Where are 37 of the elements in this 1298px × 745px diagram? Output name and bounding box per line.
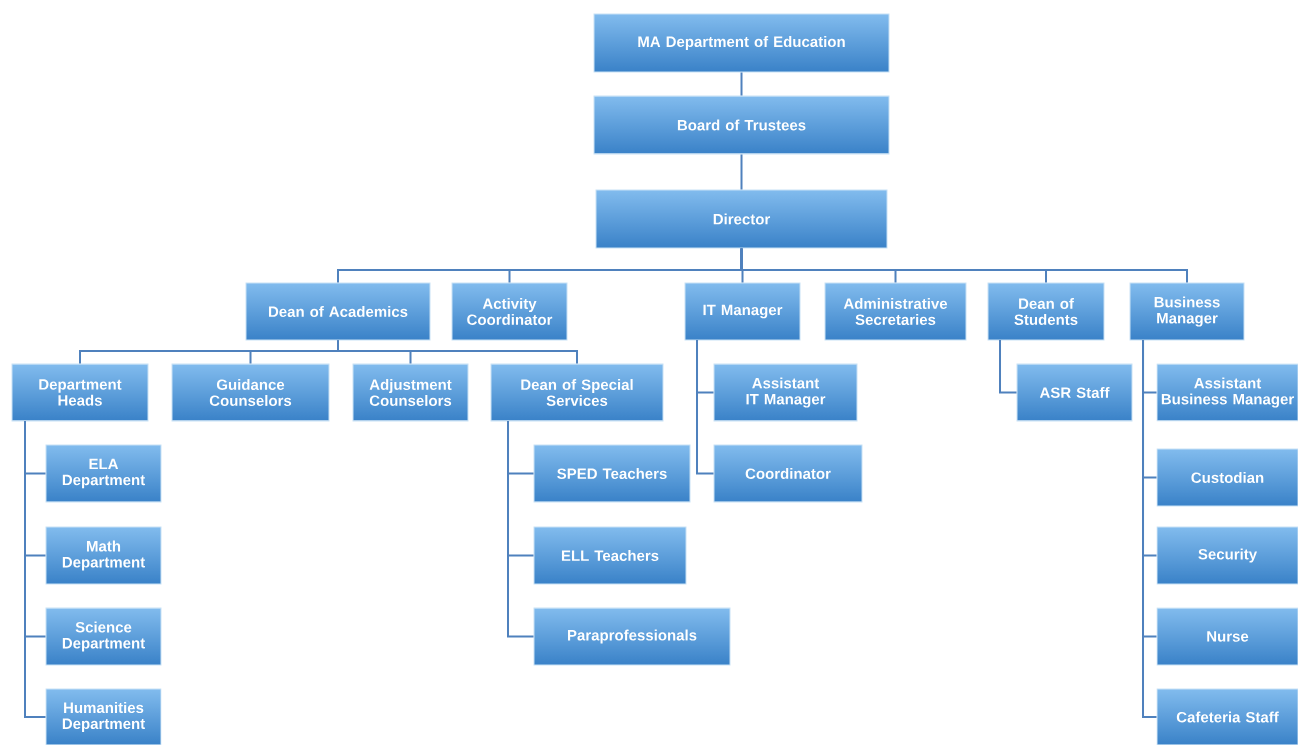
org-box: SPED Teachers [533, 444, 691, 503]
org-box: Administrative Secretaries [824, 282, 967, 341]
org-box: Activity Coordinator [451, 282, 568, 341]
org-box: Humanities Department [45, 688, 162, 745]
org-box: ELA Department [45, 444, 162, 503]
connector-line [337, 339, 578, 365]
org-box: Cafeteria Staff [1156, 688, 1298, 745]
org-box: Dean of Students [987, 282, 1105, 341]
org-box: Guidance Counselors [171, 363, 330, 422]
org-box: Adjustment Counselors [352, 363, 469, 422]
org-box: MA Department of Education [593, 13, 890, 73]
connector-line [740, 247, 1188, 284]
org-box: Business Manager [1129, 282, 1245, 341]
org-box: Department Heads [11, 363, 149, 422]
org-box: Math Department [45, 526, 162, 585]
org-box: Coordinator [713, 444, 863, 503]
connector-line [999, 339, 1018, 394]
org-box: Assistant Business Manager [1156, 363, 1298, 422]
org-box: ELL Teachers [533, 526, 687, 585]
connector-line [740, 71, 743, 97]
org-box: Dean of Academics [245, 282, 431, 341]
connector-line [740, 153, 743, 191]
connector-line [507, 420, 535, 638]
org-box: Paraprofessionals [533, 607, 731, 666]
org-box: Science Department [45, 607, 162, 666]
org-box: Security [1156, 526, 1298, 585]
org-box: Nurse [1156, 607, 1298, 666]
connector-line [1142, 339, 1158, 718]
org-box: Assistant IT Manager [713, 363, 858, 422]
org-box: Custodian [1156, 448, 1298, 507]
org-box: IT Manager [684, 282, 801, 341]
org-box: Director [595, 189, 888, 249]
connector-line [24, 420, 47, 718]
org-box: Board of Trustees [593, 95, 890, 155]
connector-line [696, 339, 715, 475]
org-box: Dean of Special Services [490, 363, 664, 422]
org-box: ASR Staff [1016, 363, 1133, 422]
